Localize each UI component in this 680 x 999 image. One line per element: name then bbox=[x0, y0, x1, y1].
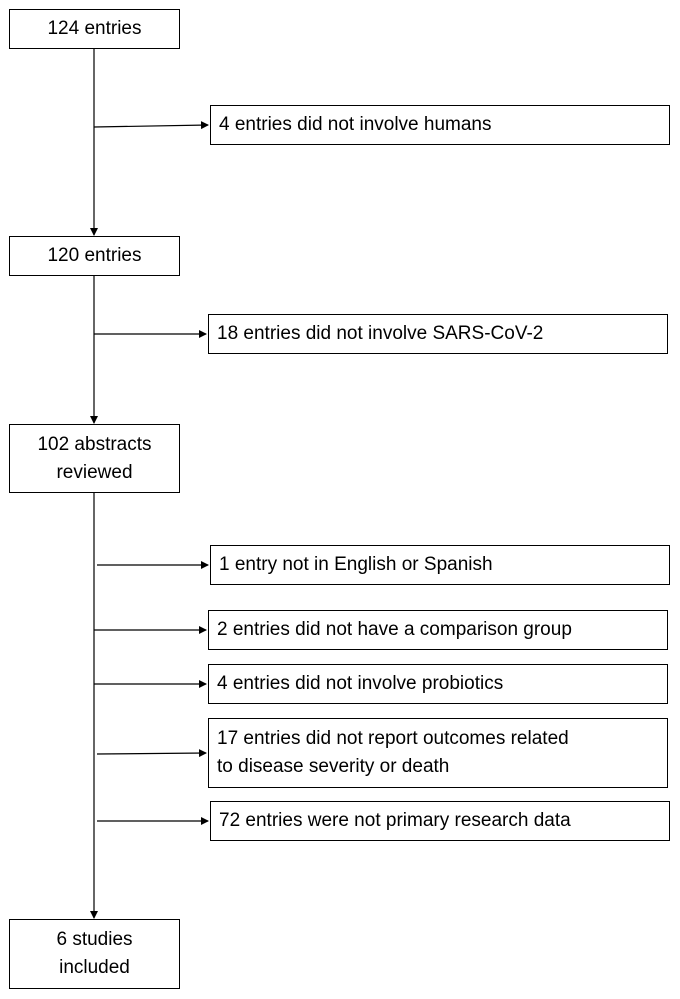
step-label: 120 entries bbox=[47, 245, 142, 266]
step-6-studies: 6 studies included bbox=[9, 919, 180, 989]
step-102-abstracts: 102 abstracts reviewed bbox=[9, 424, 180, 493]
exclusion-label: 4 entries did not involve humans bbox=[219, 114, 492, 135]
arrow-exclude-outcomes bbox=[96, 749, 207, 758]
step-label: 6 studies included bbox=[56, 929, 133, 978]
exclusion-sars-cov-2: 18 entries did not involve SARS-CoV-2 bbox=[208, 314, 668, 354]
exclusion-label: 72 entries were not primary research dat… bbox=[219, 810, 571, 831]
exclusion-label: 2 entries did not have a comparison grou… bbox=[217, 619, 572, 640]
exclusion-label: 18 entries did not involve SARS-CoV-2 bbox=[217, 323, 544, 344]
exclusion-label: 4 entries did not involve probiotics bbox=[217, 673, 504, 694]
exclusion-probiotics: 4 entries did not involve probiotics bbox=[208, 664, 668, 704]
arrow-exclude-humans bbox=[93, 121, 209, 130]
step-124-entries: 124 entries bbox=[9, 9, 180, 49]
exclusion-label: 1 entry not in English or Spanish bbox=[219, 554, 493, 575]
exclusion-outcomes: 17 entries did not report outcomes relat… bbox=[208, 718, 668, 788]
exclusion-language: 1 entry not in English or Spanish bbox=[210, 545, 670, 585]
exclusion-comparison-group: 2 entries did not have a comparison grou… bbox=[208, 610, 668, 650]
step-120-entries: 120 entries bbox=[9, 236, 180, 276]
exclusion-primary-research: 72 entries were not primary research dat… bbox=[210, 801, 670, 841]
step-label: 102 abstracts reviewed bbox=[37, 433, 152, 483]
step-label: 124 entries bbox=[47, 18, 142, 39]
exclusion-humans: 4 entries did not involve humans bbox=[210, 105, 670, 145]
exclusion-label: 17 entries did not report outcomes relat… bbox=[217, 728, 569, 777]
